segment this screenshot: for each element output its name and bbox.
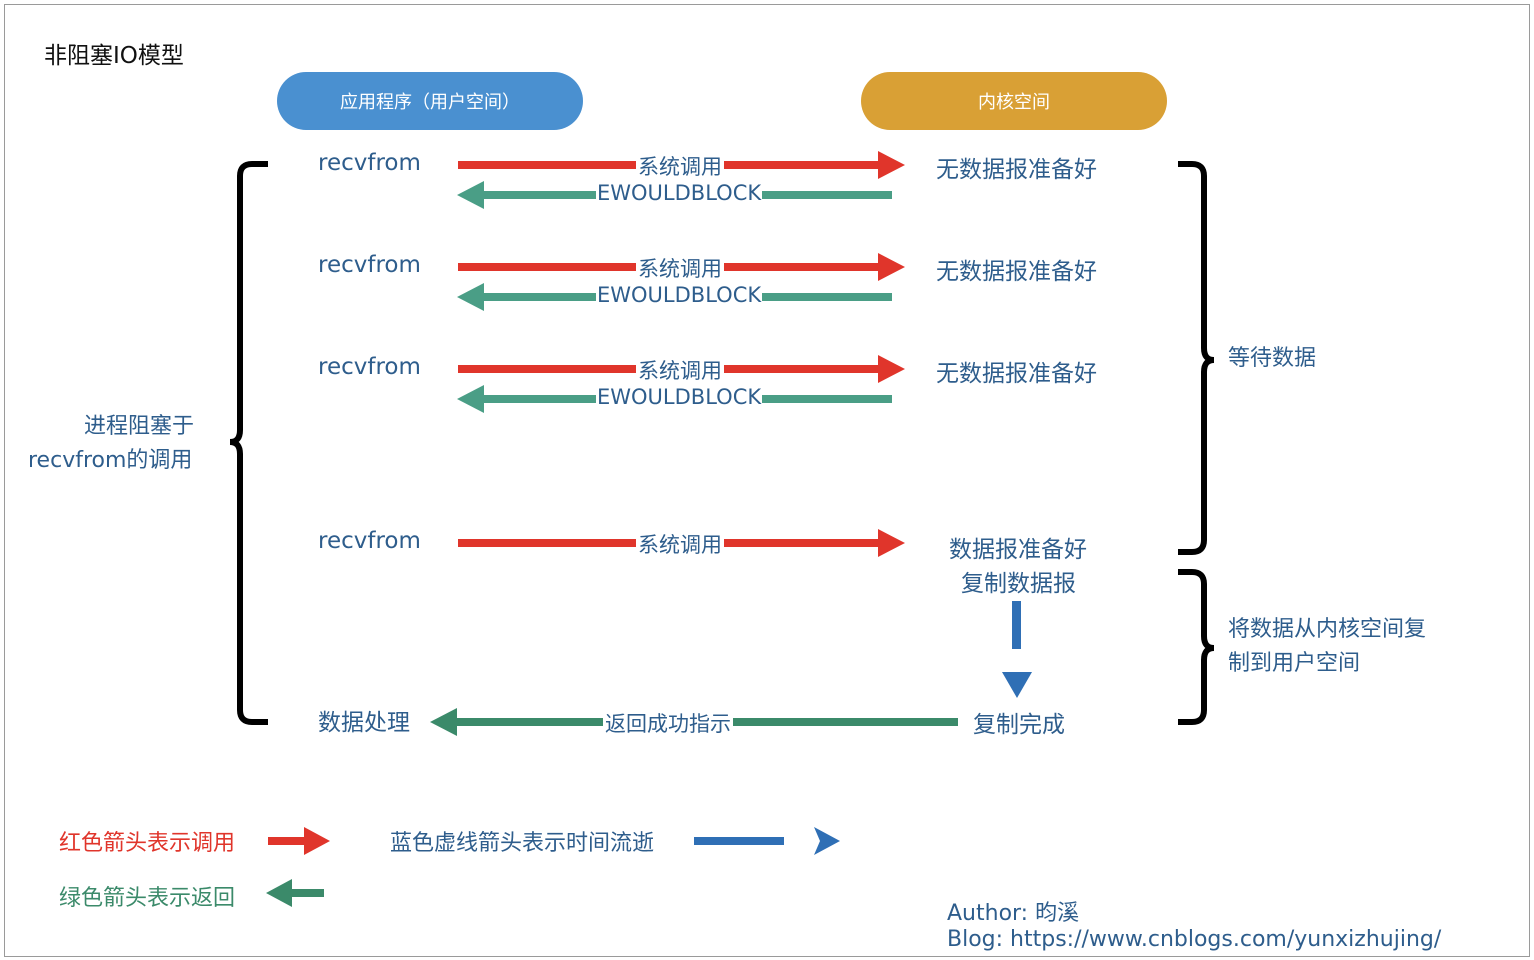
recvfrom-call: recvfrom [318, 150, 421, 176]
kernel-copy-status: 复制数据报 [961, 571, 1076, 597]
legend-green-arrow-head [266, 879, 292, 907]
kernel-space-header: 内核空间 [861, 72, 1167, 130]
copy-label-line2: 制到用户空间 [1228, 651, 1361, 676]
legend-red-text: 红色箭头表示调用 [59, 831, 236, 856]
syscall-label: 系统调用 [636, 151, 724, 181]
ewouldblock-label: EWOULDBLOCK [596, 385, 763, 409]
legend-red-arrow-head [304, 827, 330, 855]
author-line: Author: 昀溪 [947, 901, 1080, 926]
call-arrow-head [878, 355, 905, 383]
kernel-status: 无数据报准备好 [936, 361, 1097, 387]
syscall-label: 系统调用 [636, 253, 724, 283]
kernel-ready-status: 数据报准备好 [949, 537, 1087, 563]
kernel-space-label: 内核空间 [978, 92, 1050, 113]
call-arrow-head [878, 253, 905, 281]
app-space-label: 应用程序（用户空间） [340, 92, 520, 113]
legend-blue-text: 蓝色虚线箭头表示时间流逝 [390, 831, 655, 856]
legend-blue-arrow-head [814, 827, 840, 855]
recvfrom-call: recvfrom [318, 252, 421, 278]
recvfrom-call: recvfrom [318, 528, 421, 554]
kernel-status: 无数据报准备好 [936, 259, 1097, 285]
wait-data-label: 等待数据 [1228, 346, 1317, 371]
kernel-status: 无数据报准备好 [936, 157, 1097, 183]
right-brace-copy [1178, 569, 1215, 725]
return-arrow-head [457, 283, 484, 311]
return-arrow-head [457, 181, 484, 209]
blocked-label-line1: 进程阻塞于 [84, 414, 195, 439]
call-arrow-head [878, 529, 905, 557]
copy-label-line1: 将数据从内核空间复 [1228, 617, 1427, 642]
copy-complete-status: 复制完成 [973, 712, 1065, 738]
diagram-title: 非阻塞IO模型 [44, 43, 184, 69]
right-brace-wait [1178, 161, 1215, 555]
diagram-frame [4, 4, 1530, 957]
legend-green-text: 绿色箭头表示返回 [59, 886, 236, 911]
left-brace [229, 161, 268, 725]
ewouldblock-label: EWOULDBLOCK [596, 283, 763, 307]
data-processing: 数据处理 [318, 710, 410, 736]
recvfrom-call: recvfrom [318, 354, 421, 380]
blocked-label-line2: recvfrom的调用 [28, 448, 193, 473]
syscall-label: 系统调用 [636, 355, 724, 385]
time-flow-bar [1012, 601, 1021, 649]
success-return-label: 返回成功指示 [603, 708, 733, 738]
success-return-arrow-head [430, 708, 457, 736]
time-flow-head [1002, 672, 1032, 698]
ewouldblock-label: EWOULDBLOCK [596, 181, 763, 205]
syscall-label: 系统调用 [636, 529, 724, 559]
call-arrow-head [878, 151, 905, 179]
blog-line: Blog: https://www.cnblogs.com/yunxizhuji… [947, 927, 1442, 952]
app-space-header: 应用程序（用户空间） [277, 72, 583, 130]
return-arrow-head [457, 385, 484, 413]
